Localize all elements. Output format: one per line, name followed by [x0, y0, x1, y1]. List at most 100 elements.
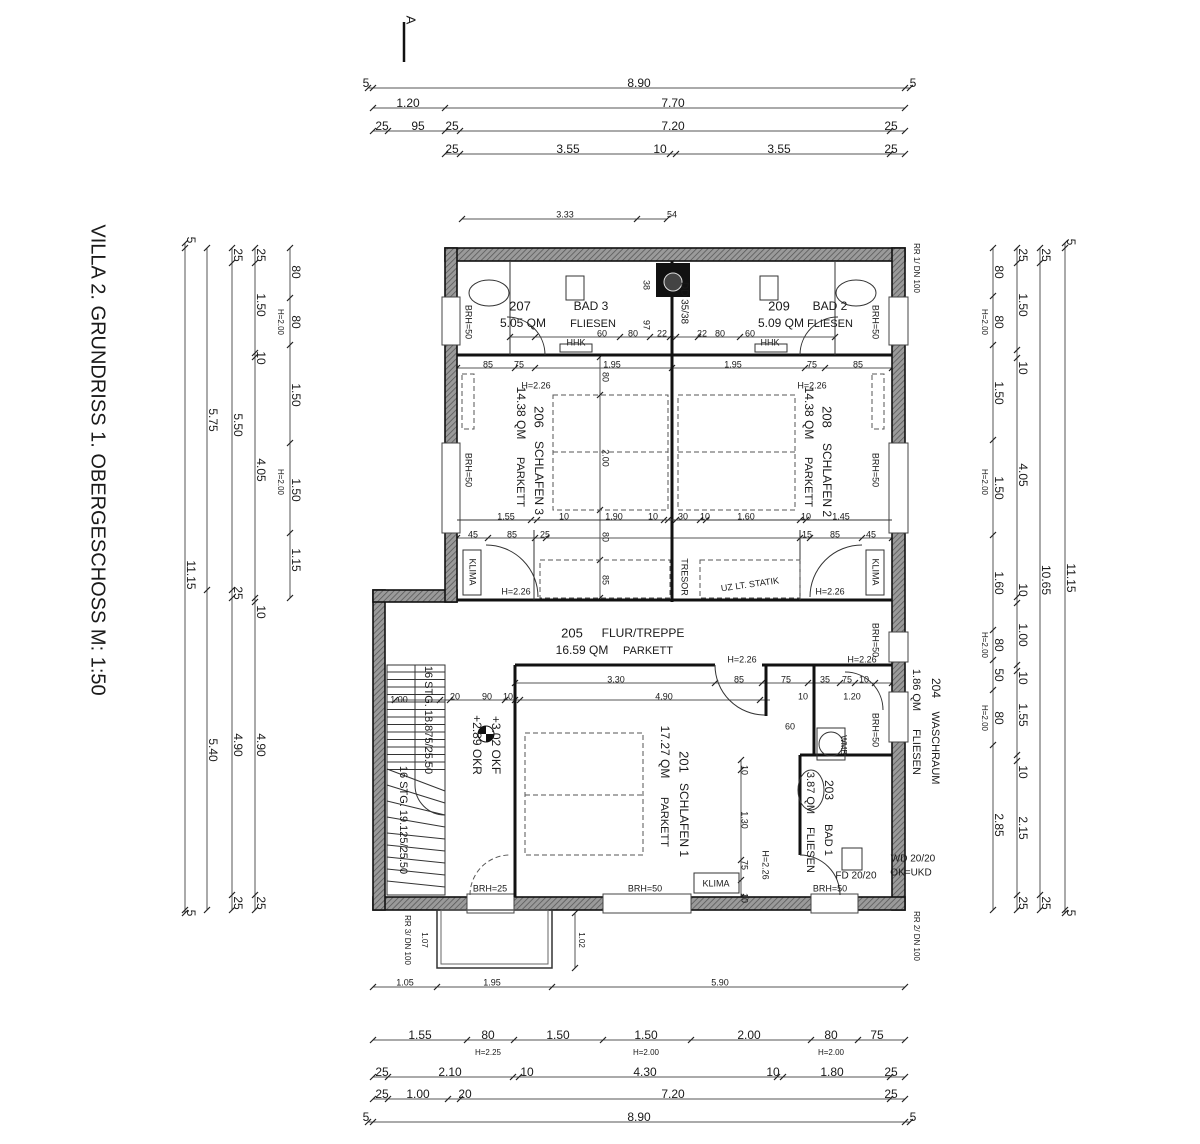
height-label: H=2.26 — [761, 850, 771, 879]
room-area: 1.86 QM — [910, 669, 922, 711]
dimension-value: 1.55 — [408, 1028, 432, 1042]
dimension-value: 7.20 — [661, 119, 685, 133]
room-number: 208 — [820, 406, 835, 428]
dimension-value: 60 — [745, 328, 755, 338]
dimension-value: 20 — [450, 691, 460, 701]
dimension-value: 5 — [184, 910, 198, 917]
dimension-value: 1.20 — [843, 691, 861, 701]
dimension-value: 1.50 — [546, 1028, 570, 1042]
dimension-value: 1.50 — [992, 381, 1006, 405]
parapet-label: BRH=50 — [464, 453, 474, 487]
window — [888, 442, 909, 534]
dimension-value: 97 — [642, 320, 652, 330]
chimney-label: DD 35/38 — [678, 282, 689, 325]
dimension-value: 10 — [1016, 583, 1030, 597]
dimension-value: 11.15 — [1064, 563, 1078, 592]
structure-note: UZ LT. STATIK — [720, 575, 779, 593]
dimension-value: 1.50 — [1016, 293, 1030, 317]
window — [466, 893, 515, 914]
balcony-dim: 1.07 — [420, 932, 429, 948]
dimension-value: 80 — [992, 265, 1006, 279]
dimension-value: 25 — [884, 119, 898, 133]
dimension-value: 1.15 — [289, 548, 303, 572]
room-name: SCHLAFEN 2 — [820, 443, 834, 517]
dimension-value: 10 — [648, 511, 658, 521]
dimension-value: 7.70 — [661, 96, 685, 110]
height-label: H=2.26 — [521, 380, 550, 390]
exterior-walls — [372, 247, 909, 914]
dimension-value: H=2.25 — [475, 1048, 502, 1057]
dimension-value: 45 — [866, 529, 876, 539]
wardrobe — [539, 559, 671, 599]
stairs-label: 16 STG. 19.125/25.50 — [397, 766, 409, 874]
dimension-value: 1.00 — [1016, 623, 1030, 647]
room-floor: PARKETT — [514, 457, 526, 507]
room-number: 207 — [509, 298, 531, 313]
ac-label: KLIMA — [871, 558, 881, 585]
balcony-inner-edge — [440, 909, 549, 965]
window — [888, 631, 909, 663]
dimension-value: 85 — [507, 529, 517, 539]
dimension-lines — [181, 84, 1069, 1126]
dimension-value: 3.33 — [556, 209, 574, 219]
dimension-value: 30 — [678, 511, 688, 521]
dimension-value: 5.40 — [206, 738, 220, 762]
room-floor: FLIESEN — [807, 318, 853, 330]
parapet-label: BRH=50 — [871, 305, 881, 339]
room-number: 203 — [822, 780, 836, 800]
dimension-value: 75 — [807, 359, 817, 369]
dimension-value: 75 — [870, 1028, 884, 1042]
page-title: VILLA 2. GRUNDRISS 1. OBERGESCHOSS M: 1:… — [87, 224, 109, 695]
dimension-value: 10 — [503, 691, 513, 701]
dimension-value: 25 — [1039, 248, 1053, 262]
parapet-label: BRH=25 — [473, 883, 507, 893]
dimension-value: 4.90 — [254, 733, 268, 757]
dimension-value: 4.90 — [231, 733, 245, 757]
room-number: 201 — [677, 751, 692, 773]
dimension-value: 5 — [1064, 910, 1078, 917]
bathtub-icon — [468, 279, 510, 307]
dimension-value: 1.00 — [406, 1087, 430, 1101]
dimension-value: 80 — [824, 1028, 838, 1042]
window — [888, 296, 909, 346]
washbasin-icon — [816, 727, 846, 761]
bathtub-icon — [835, 279, 877, 307]
room-area: 14.38 QM — [514, 387, 528, 440]
dimension-value: 85 — [830, 529, 840, 539]
dimension-value: 1.80 — [820, 1065, 844, 1079]
toilet-icon — [565, 275, 585, 301]
dimension-value: 1.55 — [1016, 703, 1030, 727]
dimension-value: H=2.00 — [980, 705, 989, 732]
window — [810, 893, 859, 914]
dimension-value: 10 — [559, 511, 569, 521]
room-number: 209 — [768, 298, 790, 313]
ac-label: KLIMA — [468, 558, 478, 585]
balcony — [436, 909, 553, 969]
radiator — [865, 549, 885, 596]
room-floor: FLIESEN — [910, 729, 922, 775]
dimension-value: 25 — [231, 896, 245, 910]
dimension-value: 1.20 — [396, 96, 420, 110]
dimension-value: 10 — [801, 511, 811, 521]
dimension-value: 10 — [700, 511, 710, 521]
bed — [677, 394, 796, 511]
level-label: +3.02 OKF — [489, 716, 503, 774]
toilet-icon — [759, 275, 779, 301]
dimension-value: 80 — [992, 638, 1006, 652]
dimension-value: 2.10 — [438, 1065, 462, 1079]
dimension-value: 95 — [411, 119, 425, 133]
radiator-label: HHK — [566, 337, 585, 347]
doors — [469, 316, 884, 896]
dimension-value: 10 — [859, 674, 869, 684]
dimension-value: 10 — [740, 765, 750, 775]
dimension-value: 25 — [884, 1087, 898, 1101]
safe-label: TRESOR — [680, 558, 690, 596]
dimension-value: 3.55 — [556, 142, 580, 156]
room-floor: FLIESEN — [570, 318, 616, 330]
dimension-value: 75 — [740, 860, 750, 870]
dimension-value: 5.75 — [206, 408, 220, 432]
room-area: 14.38 QM — [802, 387, 816, 440]
dimension-value: 10 — [766, 1065, 780, 1079]
room-name: BAD 3 — [574, 299, 609, 313]
